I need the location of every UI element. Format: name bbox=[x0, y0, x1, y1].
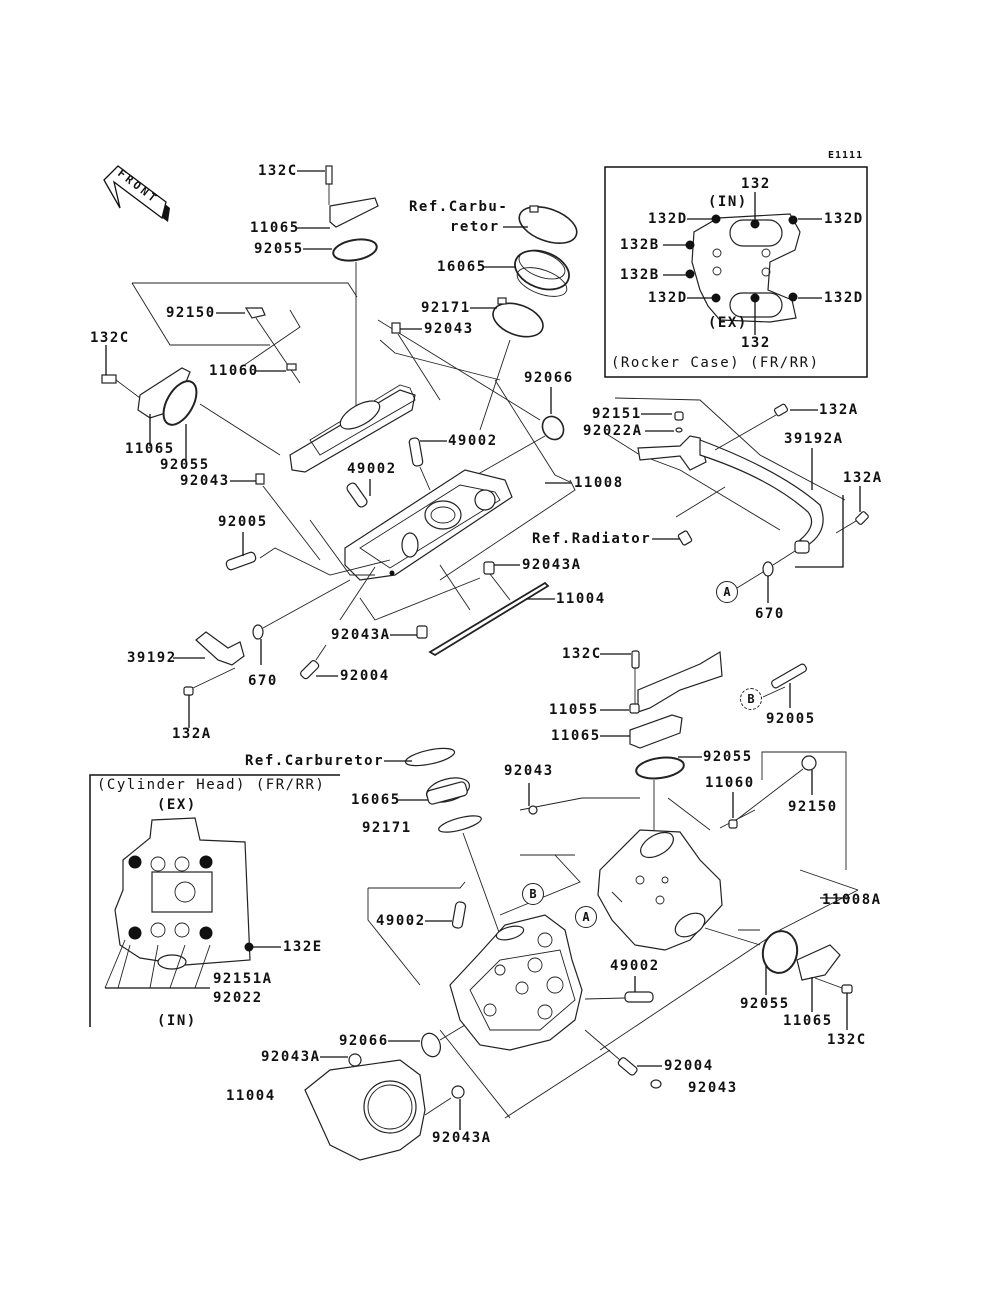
rocker-side-in-label: (IN) bbox=[708, 194, 748, 210]
part-label-11065[interactable]: 11065 bbox=[783, 1013, 833, 1029]
cylinder-head-side-in-label: (IN) bbox=[157, 1013, 197, 1029]
part-label-92043[interactable]: 92043 bbox=[688, 1080, 738, 1096]
cylinder-head-inset-frame bbox=[89, 774, 340, 1027]
part-label-92004[interactable]: 92004 bbox=[664, 1058, 714, 1074]
upper-cylinder-head-drawing bbox=[173, 437, 576, 728]
part-label-39192a[interactable]: 39192A bbox=[784, 431, 844, 447]
part-label-92150[interactable]: 92150 bbox=[166, 305, 216, 321]
inset-part-label-92151a[interactable]: 92151A bbox=[213, 971, 273, 987]
part-label-132c[interactable]: 132C bbox=[562, 646, 602, 662]
part-label-92055[interactable]: 92055 bbox=[254, 241, 304, 257]
cylinder-head-caption: (Cylinder Head) (FR/RR) bbox=[97, 777, 326, 793]
rocker-case-caption: (Rocker Case) (FR/RR) bbox=[611, 355, 820, 371]
part-label-49002[interactable]: 49002 bbox=[347, 461, 397, 477]
rocker-132d-right-top-label[interactable]: 132D bbox=[824, 211, 864, 227]
part-label-49002[interactable]: 49002 bbox=[376, 913, 426, 929]
part-label-670[interactable]: 670 bbox=[755, 606, 785, 622]
part-label-11055[interactable]: 11055 bbox=[549, 702, 599, 718]
part-label-11065[interactable]: 11065 bbox=[125, 441, 175, 457]
rocker-side-ex-label: (EX) bbox=[708, 315, 748, 331]
part-label-132c[interactable]: 132C bbox=[90, 330, 130, 346]
part-label-11008a[interactable]: 11008A bbox=[822, 892, 882, 908]
part-label-92171[interactable]: 92171 bbox=[421, 300, 471, 316]
rocker-case-inset-frame bbox=[604, 166, 868, 378]
callout-a[interactable]: A bbox=[716, 581, 738, 603]
diagram-code: E1111 bbox=[828, 150, 864, 161]
part-label-92150[interactable]: 92150 bbox=[788, 799, 838, 815]
ref-carburetor-lower[interactable]: Ref.Carburetor bbox=[245, 753, 385, 769]
lower-cylinder-head-drawing bbox=[304, 854, 853, 1161]
callout-b[interactable]: B bbox=[740, 688, 762, 710]
part-label-670[interactable]: 670 bbox=[248, 673, 278, 689]
part-label-92043[interactable]: 92043 bbox=[424, 321, 474, 337]
rocker-case-drawing bbox=[663, 192, 822, 335]
rocker-132d-right-bottom-label[interactable]: 132D bbox=[824, 290, 864, 306]
part-label-92055[interactable]: 92055 bbox=[160, 457, 210, 473]
part-label-92171[interactable]: 92171 bbox=[362, 820, 412, 836]
part-label-92043a[interactable]: 92043A bbox=[261, 1049, 321, 1065]
ref-carburetor-upper-line2[interactable]: retor bbox=[450, 219, 500, 235]
upper-carburetor-joint-drawing bbox=[449, 205, 578, 491]
part-label-11060[interactable]: 11060 bbox=[209, 363, 259, 379]
part-label-92004[interactable]: 92004 bbox=[340, 668, 390, 684]
part-label-92043a[interactable]: 92043A bbox=[522, 557, 582, 573]
rocker-bolt-top-label[interactable]: 132 bbox=[741, 176, 771, 192]
part-label-132c[interactable]: 132C bbox=[258, 163, 298, 179]
lower-carburetor-joint-drawing bbox=[384, 747, 538, 936]
rocker-132d-left-bottom-label[interactable]: 132D bbox=[648, 290, 688, 306]
lower-cover-drawing bbox=[519, 650, 859, 1051]
part-label-92055[interactable]: 92055 bbox=[740, 996, 790, 1012]
rocker-bolt-bottom-label[interactable]: 132 bbox=[741, 335, 771, 351]
water-pipe-drawing bbox=[604, 397, 869, 603]
part-label-92066[interactable]: 92066 bbox=[524, 370, 574, 386]
cylinder-head-side-ex-label: (EX) bbox=[157, 797, 197, 813]
part-label-49002[interactable]: 49002 bbox=[448, 433, 498, 449]
part-label-11008[interactable]: 11008 bbox=[574, 475, 624, 491]
rocker-132d-left-top-label[interactable]: 132D bbox=[648, 211, 688, 227]
part-label-92151[interactable]: 92151 bbox=[592, 406, 642, 422]
callout-b[interactable]: B bbox=[522, 883, 544, 905]
upper-cover-drawing bbox=[101, 165, 541, 561]
inset-part-label-92022[interactable]: 92022 bbox=[213, 990, 263, 1006]
part-label-92066[interactable]: 92066 bbox=[339, 1033, 389, 1049]
ref-carburetor-upper-line1[interactable]: Ref.Carbu- bbox=[409, 199, 509, 215]
inset-part-label-132e[interactable]: 132E bbox=[283, 939, 323, 955]
part-label-92022a[interactable]: 92022A bbox=[583, 423, 643, 439]
part-label-11004[interactable]: 11004 bbox=[556, 591, 606, 607]
part-label-92043a[interactable]: 92043A bbox=[331, 627, 391, 643]
front-arrow-icon bbox=[103, 165, 170, 222]
part-label-92005[interactable]: 92005 bbox=[218, 514, 268, 530]
rocker-132b-upper-label[interactable]: 132B bbox=[620, 237, 660, 253]
part-label-132a[interactable]: 132A bbox=[172, 726, 212, 742]
part-label-11065[interactable]: 11065 bbox=[250, 220, 300, 236]
part-label-92005[interactable]: 92005 bbox=[766, 711, 816, 727]
ref-radiator[interactable]: Ref.Radiator bbox=[532, 531, 652, 547]
part-label-132a[interactable]: 132A bbox=[843, 470, 883, 486]
cylinder-head-inset-drawing bbox=[104, 817, 281, 989]
part-label-132a[interactable]: 132A bbox=[819, 402, 859, 418]
part-label-11004[interactable]: 11004 bbox=[226, 1088, 276, 1104]
part-label-92055[interactable]: 92055 bbox=[703, 749, 753, 765]
part-label-92043a[interactable]: 92043A bbox=[432, 1130, 492, 1146]
callout-a[interactable]: A bbox=[575, 906, 597, 928]
part-label-92043[interactable]: 92043 bbox=[504, 763, 554, 779]
part-label-92043[interactable]: 92043 bbox=[180, 473, 230, 489]
part-label-16065[interactable]: 16065 bbox=[437, 259, 487, 275]
part-label-11060[interactable]: 11060 bbox=[705, 775, 755, 791]
part-label-49002[interactable]: 49002 bbox=[610, 958, 660, 974]
part-label-132c[interactable]: 132C bbox=[827, 1032, 867, 1048]
part-label-39192[interactable]: 39192 bbox=[127, 650, 177, 666]
part-label-11065[interactable]: 11065 bbox=[551, 728, 601, 744]
rocker-132b-lower-label[interactable]: 132B bbox=[620, 267, 660, 283]
part-label-16065[interactable]: 16065 bbox=[351, 792, 401, 808]
